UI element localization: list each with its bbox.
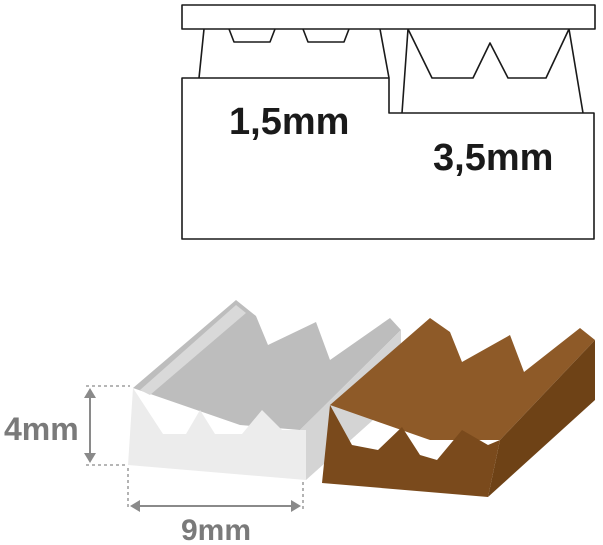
white-profile-front bbox=[128, 388, 306, 480]
cross-section-drawing bbox=[181, 4, 596, 240]
height-label: 4mm bbox=[4, 411, 79, 447]
width-arrow-left bbox=[130, 500, 140, 512]
white-profile-top bbox=[133, 300, 401, 430]
height-dimension bbox=[84, 385, 130, 466]
white-profile-top-highlight bbox=[140, 305, 246, 395]
gap-large-label: 3,5mm bbox=[433, 137, 553, 179]
width-arrow-right bbox=[291, 500, 301, 512]
sash-top-bar bbox=[181, 4, 596, 30]
gap-small-label: 1,5mm bbox=[229, 101, 349, 143]
height-arrow-up bbox=[84, 388, 96, 398]
brown-profile-top bbox=[330, 318, 595, 440]
width-dimension bbox=[127, 468, 304, 512]
width-label: 9mm bbox=[181, 514, 251, 545]
height-arrow-down bbox=[84, 453, 96, 463]
seal-large bbox=[401, 28, 584, 114]
brown-seal-profile bbox=[322, 318, 595, 497]
seal-small-compressed bbox=[198, 28, 390, 79]
brown-profile-front bbox=[322, 405, 500, 497]
brown-profile-side bbox=[488, 340, 595, 497]
